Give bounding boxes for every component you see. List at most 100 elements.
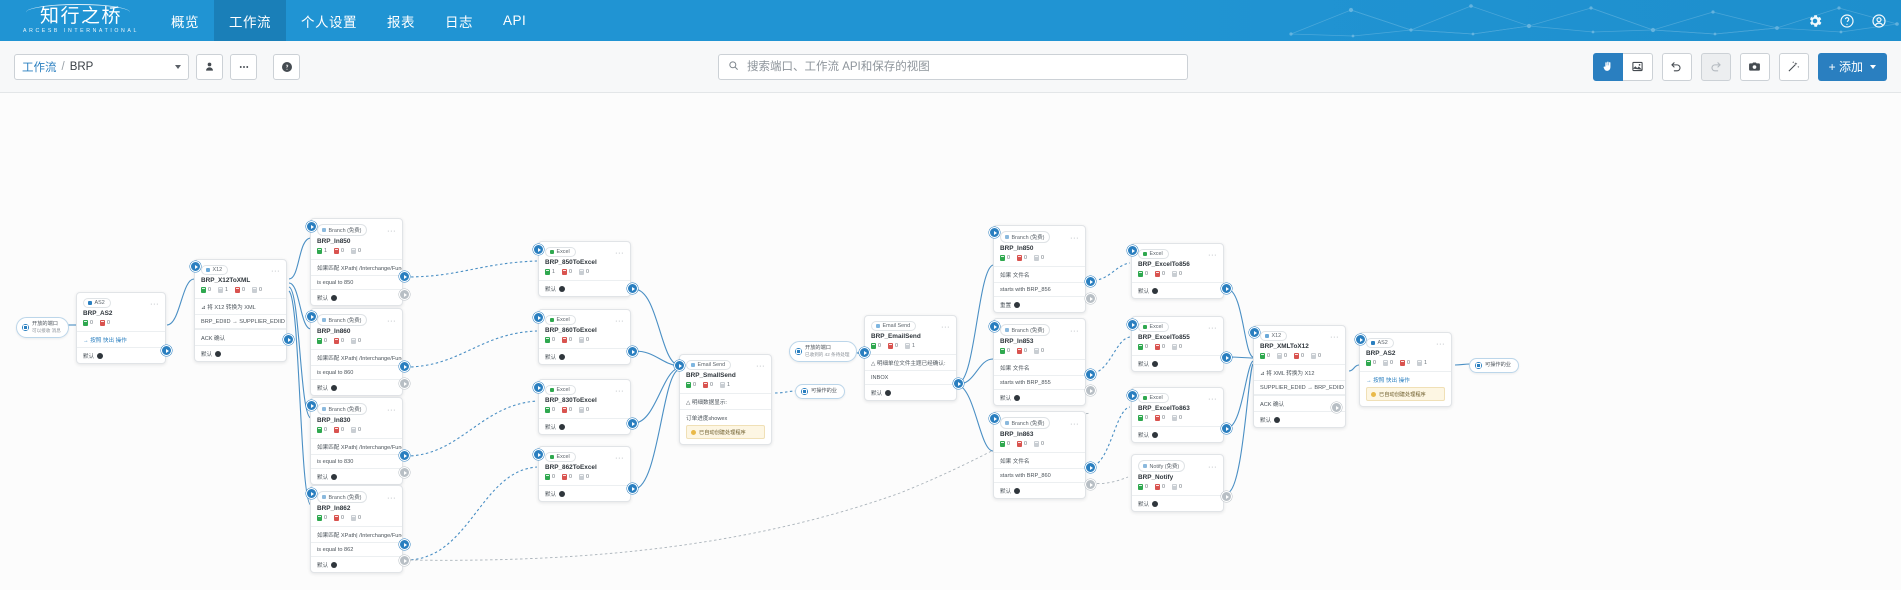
gear-icon[interactable] xyxy=(559,490,566,497)
gear-icon[interactable] xyxy=(1274,416,1281,423)
edge-port[interactable] xyxy=(989,227,1000,238)
user-button[interactable] xyxy=(196,53,223,80)
node-menu-icon[interactable]: ··· xyxy=(615,385,624,395)
node-menu-icon[interactable]: ··· xyxy=(941,321,950,331)
search-input[interactable] xyxy=(745,60,1178,74)
edge-port-muted[interactable] xyxy=(399,555,410,566)
more-button[interactable] xyxy=(230,53,257,80)
edge-port[interactable] xyxy=(859,347,870,358)
node-menu-icon[interactable]: ··· xyxy=(1208,461,1217,471)
node-menu-icon[interactable]: ··· xyxy=(1208,393,1217,403)
edge-port[interactable] xyxy=(989,413,1000,424)
edge-port[interactable] xyxy=(989,321,1000,332)
gear-icon[interactable] xyxy=(1152,360,1159,367)
edge-port[interactable] xyxy=(1085,276,1096,287)
edge-port[interactable] xyxy=(627,418,638,429)
edge-port[interactable] xyxy=(627,483,638,494)
gear-icon[interactable] xyxy=(331,561,338,568)
pill-open-port-in[interactable]: 开放的端口 可以接收 消息 xyxy=(16,317,69,338)
edge-port-muted[interactable] xyxy=(1221,491,1232,502)
node-menu-icon[interactable]: ··· xyxy=(387,492,396,502)
edge-port[interactable] xyxy=(627,283,638,294)
edge-port[interactable] xyxy=(1355,334,1366,345)
edge-port[interactable] xyxy=(306,488,317,499)
help-button[interactable] xyxy=(273,53,300,80)
magic-wand-icon[interactable] xyxy=(1778,52,1809,81)
pill-action-out[interactable]: 可操作的业 xyxy=(1469,358,1519,373)
redo-icon[interactable] xyxy=(1700,52,1731,81)
camera-icon[interactable] xyxy=(1739,52,1770,81)
node-menu-icon[interactable]: ··· xyxy=(615,247,624,257)
nav-item-workflow[interactable]: 工作流 xyxy=(214,0,286,41)
edge-port[interactable] xyxy=(399,539,410,550)
gear-icon[interactable] xyxy=(97,352,104,359)
edge-port-muted[interactable] xyxy=(1085,479,1096,490)
gear-icon[interactable] xyxy=(885,389,892,396)
gear-icon[interactable] xyxy=(331,294,338,301)
node-menu-icon[interactable]: ··· xyxy=(615,452,624,462)
edge-port[interactable] xyxy=(306,311,317,322)
edge-port-muted[interactable] xyxy=(1331,402,1342,413)
edge-port[interactable] xyxy=(1249,327,1260,338)
gear-icon[interactable] xyxy=(559,423,566,430)
edge-port[interactable] xyxy=(533,244,544,255)
node-menu-icon[interactable]: ··· xyxy=(387,404,396,414)
node-menu-icon[interactable]: ··· xyxy=(387,315,396,325)
search-box[interactable] xyxy=(718,54,1188,80)
brand-logo[interactable]: 知行之桥 ARCESB INTERNATIONAL xyxy=(0,0,156,41)
edge-port-muted[interactable] xyxy=(399,378,410,389)
gear-icon[interactable] xyxy=(559,285,566,292)
gear-icon[interactable] xyxy=(559,353,566,360)
edge-port[interactable] xyxy=(953,378,964,389)
edge-port[interactable] xyxy=(1085,462,1096,473)
edge-port[interactable] xyxy=(1221,423,1232,434)
edge-port-muted[interactable] xyxy=(399,289,410,300)
node-menu-icon[interactable]: ··· xyxy=(615,315,624,325)
node-menu-icon[interactable]: ··· xyxy=(1070,418,1079,428)
node-menu-icon[interactable]: ··· xyxy=(1208,322,1217,332)
gear-icon[interactable] xyxy=(215,350,222,357)
nav-item-logs[interactable]: 日志 xyxy=(430,0,488,41)
hand-icon[interactable] xyxy=(1592,52,1623,81)
undo-icon[interactable] xyxy=(1661,52,1692,81)
nav-item-settings[interactable]: 个人设置 xyxy=(286,0,372,41)
pill-open-port-mid[interactable]: 开放的端口 已收到的 42 条待处理 xyxy=(789,341,858,362)
edge-port[interactable] xyxy=(306,400,317,411)
edge-port[interactable] xyxy=(306,221,317,232)
edge-port[interactable] xyxy=(1127,245,1138,256)
node-menu-icon[interactable]: ··· xyxy=(1070,232,1079,242)
node-menu-icon[interactable]: ··· xyxy=(1070,325,1079,335)
gear-icon[interactable] xyxy=(1014,487,1021,494)
edge-port[interactable] xyxy=(283,334,294,345)
edge-port[interactable] xyxy=(1221,352,1232,363)
gear-icon[interactable] xyxy=(1014,301,1021,308)
node-menu-icon[interactable]: ··· xyxy=(271,265,280,275)
node-menu-icon[interactable]: ··· xyxy=(387,225,396,235)
edge-port-muted[interactable] xyxy=(399,467,410,478)
help-icon[interactable] xyxy=(1839,13,1855,29)
gear-icon[interactable] xyxy=(331,473,338,480)
node-menu-icon[interactable]: ··· xyxy=(1208,249,1217,259)
edge-port[interactable] xyxy=(533,312,544,323)
chevron-down-icon[interactable] xyxy=(175,64,181,69)
marquee-icon[interactable] xyxy=(1622,52,1653,81)
add-button[interactable]: + 添加 xyxy=(1817,52,1887,81)
edge-port[interactable] xyxy=(1085,369,1096,380)
node-menu-icon[interactable]: ··· xyxy=(1436,338,1445,348)
